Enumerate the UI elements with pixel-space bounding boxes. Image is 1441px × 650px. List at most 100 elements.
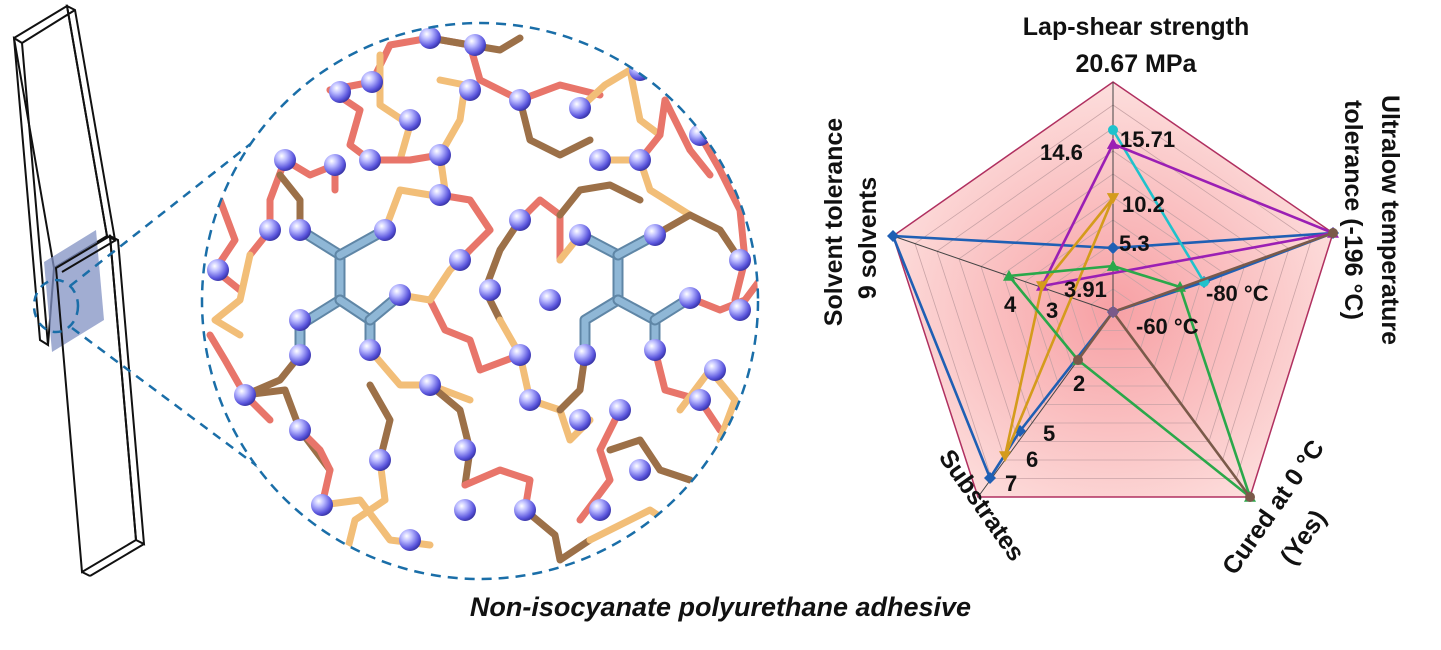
value-label-minus-80: -80 °C [1206, 281, 1269, 306]
polymer-chain [636, 96, 714, 179]
radar-ring [1024, 219, 1202, 387]
bead [289, 219, 311, 241]
bead [289, 309, 311, 331]
bead [449, 249, 471, 271]
radar-ring [914, 104, 1312, 479]
polymer-chain [241, 386, 334, 474]
bead [509, 344, 531, 366]
zoom-ellipse [32, 278, 80, 334]
polymer-chain [651, 346, 724, 434]
bead [679, 287, 701, 309]
bead [464, 34, 486, 56]
bead [419, 27, 441, 49]
bead [569, 97, 591, 119]
bead [324, 154, 346, 176]
polymer-chain [296, 426, 334, 509]
radar-ring [1002, 196, 1224, 405]
polymer-chain [246, 156, 289, 259]
value-label-3: 3 [1046, 298, 1058, 323]
polymer-chain [556, 351, 589, 414]
series-blue-point [984, 472, 996, 484]
axis-value-ultralow: tolerance (-196 °C) [1339, 100, 1367, 320]
series-cyan-point [1108, 125, 1118, 135]
value-label-7: 7 [1005, 471, 1017, 496]
polymer-chain [596, 156, 694, 219]
series-purple-line [1040, 142, 1335, 288]
radar-center [1108, 307, 1118, 317]
bead [311, 494, 333, 516]
polymer-chain [211, 251, 254, 339]
bead [207, 259, 229, 281]
value-label-3-91: 3.91 [1064, 277, 1107, 302]
series-cyan-line [1111, 129, 1206, 283]
radar-chart [887, 81, 1339, 502]
bead [274, 149, 296, 171]
value-label-minus-60: -60 °C [1136, 314, 1199, 339]
bead [259, 219, 281, 241]
polymer-chain [581, 296, 622, 359]
series-gold-point [1107, 193, 1119, 204]
bead [539, 289, 561, 311]
radar-ring [936, 127, 1290, 461]
bead [289, 344, 311, 366]
series-brown-point [1073, 355, 1083, 365]
upper-plate-side [65, 4, 117, 242]
series-purple-point [1107, 138, 1119, 149]
bead [629, 459, 651, 481]
radar-spoke [892, 235, 1114, 313]
bead [514, 499, 536, 521]
bead [374, 219, 396, 241]
bead [369, 449, 391, 471]
bead [429, 144, 451, 166]
polymer-chain [426, 381, 474, 489]
bead [729, 249, 751, 271]
axis-title-lap-shear: Lap-shear strength [1023, 13, 1249, 41]
value-label-6: 6 [1026, 447, 1038, 472]
bead [609, 399, 631, 421]
bead [689, 389, 711, 411]
series-blue-point [887, 230, 899, 242]
series-gold-line [1003, 197, 1115, 458]
bead [454, 499, 476, 521]
bead [429, 184, 451, 206]
polymer-chain [426, 296, 524, 374]
axis-value-solvent: 9 solvents [854, 177, 882, 299]
value-label-4: 4 [1004, 292, 1017, 317]
series-brown-point [1328, 228, 1338, 238]
bead [689, 124, 711, 146]
bead [629, 149, 651, 171]
series-blue-point [1107, 242, 1119, 254]
polymer-chain [481, 216, 524, 324]
bead [329, 81, 351, 103]
polymer-chain [366, 346, 474, 404]
bead [509, 209, 531, 231]
polymer-chain [381, 186, 434, 234]
polymer-chain [676, 366, 739, 444]
bead [644, 224, 666, 246]
bead [704, 359, 726, 381]
series-green-point [1107, 260, 1119, 271]
polymer-chain [516, 196, 564, 264]
polymer-chain [366, 381, 394, 464]
value-label-5: 5 [1043, 421, 1055, 446]
radar-ring [1090, 288, 1136, 331]
polymer-chain [461, 466, 534, 514]
polymer-chain [206, 331, 274, 424]
bead [359, 339, 381, 361]
bead [574, 344, 596, 366]
value-label-14-6: 14.6 [1040, 140, 1083, 165]
radar-ring [1046, 242, 1180, 368]
lower-plate-side [108, 234, 146, 546]
polymer-chain [576, 406, 624, 524]
bead [589, 499, 611, 521]
radar-ring [1068, 265, 1158, 350]
bead [399, 109, 421, 131]
value-label-15-71: 15.71 [1120, 127, 1175, 152]
bead [419, 374, 441, 396]
figure-caption: Non-isocyanate polyurethane adhesive [469, 592, 972, 622]
bead [729, 299, 751, 321]
value-label-10-2: 10.2 [1122, 192, 1165, 217]
bead [569, 224, 591, 246]
axis-title-solvent: Solvent tolerance [820, 118, 848, 326]
